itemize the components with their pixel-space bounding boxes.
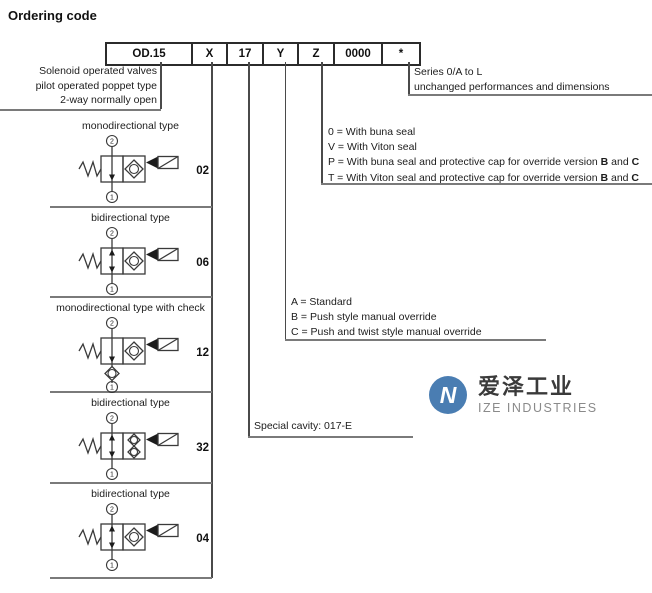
section-divider xyxy=(50,391,212,393)
valve-section-12: monodirectional type with check 2 1 12 xyxy=(50,297,211,394)
svg-text:1: 1 xyxy=(110,563,114,570)
svg-text:2: 2 xyxy=(110,231,114,238)
svg-text:N: N xyxy=(440,382,457,408)
code-cell-2: X xyxy=(193,44,228,64)
connector-line-od15 xyxy=(160,62,162,109)
connector-line-x xyxy=(211,62,213,578)
svg-text:1: 1 xyxy=(110,385,114,392)
text-line: Series 0/A to L xyxy=(414,66,483,78)
connector-line-star xyxy=(408,62,410,95)
logo-text: 爱泽工业 IZE INDUSTRIES xyxy=(478,373,598,415)
section-divider xyxy=(50,482,212,484)
svg-text:1: 1 xyxy=(110,287,114,294)
valve-code: 06 xyxy=(196,257,209,269)
connector-line-17 xyxy=(248,62,250,437)
text-line: T = With Viton seal and protective cap f… xyxy=(328,171,640,184)
svg-text:2: 2 xyxy=(110,321,114,328)
valve-code: 04 xyxy=(196,533,209,545)
logo-icon: N xyxy=(429,376,467,414)
section-divider xyxy=(50,296,212,298)
section-divider xyxy=(50,577,212,579)
logo-english-name: IZE INDUSTRIES xyxy=(478,400,598,415)
text-line: B = Push style manual override xyxy=(291,311,437,324)
text-line: P = With buna seal and protective cap fo… xyxy=(328,156,640,169)
text-line: unchanged performances and dimensions xyxy=(414,80,610,93)
code-cell-6: 0000 xyxy=(335,44,383,64)
special-cavity-text: Special cavity: 017-E xyxy=(254,420,353,432)
underline-special-cavity xyxy=(248,436,413,438)
svg-text:1: 1 xyxy=(110,195,114,202)
text-line: 2-way normally open xyxy=(60,94,157,107)
logo: N 爱泽工业 IZE INDUSTRIES xyxy=(427,374,598,416)
svg-text:2: 2 xyxy=(110,507,114,514)
product-description: Solenoid operated valves pilot operated p… xyxy=(0,64,157,108)
seal-options: 0 = With buna seal V = With Viton seal P =… xyxy=(328,125,639,186)
code-cell-4: Y xyxy=(264,44,299,64)
code-cell-7: * xyxy=(398,48,404,60)
text-line: A = Standard xyxy=(291,296,353,308)
underline-seal-options xyxy=(321,183,652,185)
valve-type-label: monodirectional type xyxy=(82,120,179,132)
text-line: C = Push and twist style manual override xyxy=(291,326,482,339)
logo-chinese-name: 爱泽工业 xyxy=(478,373,575,399)
valve-code: 32 xyxy=(196,442,209,454)
page-title: Ordering code xyxy=(8,8,97,23)
valve-type-label: bidirectional type xyxy=(91,488,170,500)
underline-description xyxy=(0,109,161,111)
svg-text:2: 2 xyxy=(110,139,114,146)
svg-text:1: 1 xyxy=(110,472,114,479)
text-line: V = With Viton seal xyxy=(328,141,417,154)
connector-line-z xyxy=(321,62,323,184)
code-cell-3: 17 xyxy=(228,44,264,64)
valve-code: 12 xyxy=(196,347,209,359)
text-line: pilot operated poppet type xyxy=(35,79,157,92)
section-divider xyxy=(50,206,212,208)
override-options: A = Standard B = Push style manual overri… xyxy=(291,295,482,341)
code-cell-1: OD.15 xyxy=(107,44,193,64)
series-note: Series 0/A to L unchanged performances an… xyxy=(414,65,610,94)
valve-type-label: bidirectional type xyxy=(91,212,170,224)
code-cell-5: Z xyxy=(299,44,335,64)
text-line: 0 = With buna seal xyxy=(328,126,416,138)
underline-override-options xyxy=(284,339,546,341)
valve-type-label: bidirectional type xyxy=(91,397,170,409)
underline-series xyxy=(408,94,652,96)
svg-text:2: 2 xyxy=(110,416,114,423)
connector-line-y xyxy=(284,62,286,340)
special-cavity-note: Special cavity: 017-E xyxy=(254,419,352,434)
text-line: Solenoid operated valves xyxy=(39,65,157,77)
valve-code: 02 xyxy=(196,165,209,177)
valve-type-label: monodirectional type with check xyxy=(56,302,205,314)
